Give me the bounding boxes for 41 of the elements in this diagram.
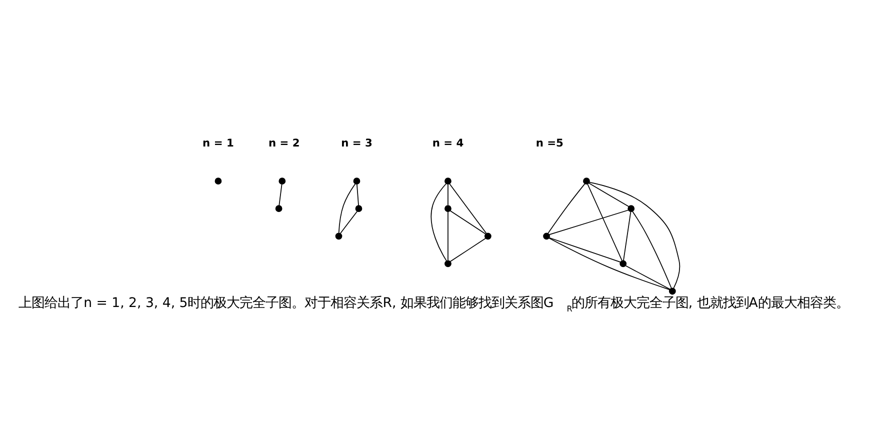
label: n = 4 [432, 136, 464, 150]
connector [588, 182, 680, 289]
connector [547, 184, 585, 234]
node-circle [444, 260, 451, 268]
node-circle [278, 178, 286, 185]
connector [624, 265, 670, 290]
connector [548, 237, 620, 263]
connector [447, 211, 448, 261]
label: n = 1 [202, 136, 234, 150]
node-circle [274, 205, 282, 212]
caption: 上图给出了n = 1, 2, 3, 4, 5时的极大完全子图。对于相容关系R, 如果我们能够找到关系图G$_{R}$的所有极大完全子图, 也就找到A的最大相容类。 [18, 296, 848, 314]
connector [449, 210, 486, 234]
node-circle [582, 178, 590, 185]
connector [588, 182, 629, 207]
connector [278, 184, 282, 206]
connector [632, 211, 672, 289]
node-circle [354, 205, 362, 212]
node-circle [668, 288, 676, 295]
node-circle [484, 232, 491, 240]
connector [356, 184, 358, 206]
node-circle [352, 178, 360, 185]
label: n =5 [535, 136, 563, 150]
node-circle [444, 205, 451, 212]
connector [586, 184, 622, 261]
node-circle [627, 205, 634, 212]
connector [449, 238, 486, 262]
label: n = 3 [340, 136, 372, 150]
connector [448, 184, 486, 234]
node-circle [444, 178, 451, 185]
connector [340, 210, 358, 234]
node-circle [542, 232, 550, 240]
label: n = 2 [268, 136, 300, 150]
node-circle [214, 178, 222, 185]
connector [447, 184, 448, 206]
node-circle [619, 260, 626, 268]
connector [548, 210, 628, 236]
connector [430, 183, 446, 262]
connector [338, 183, 356, 234]
node-circle [334, 232, 342, 240]
connector [622, 211, 631, 262]
connector [548, 238, 670, 290]
